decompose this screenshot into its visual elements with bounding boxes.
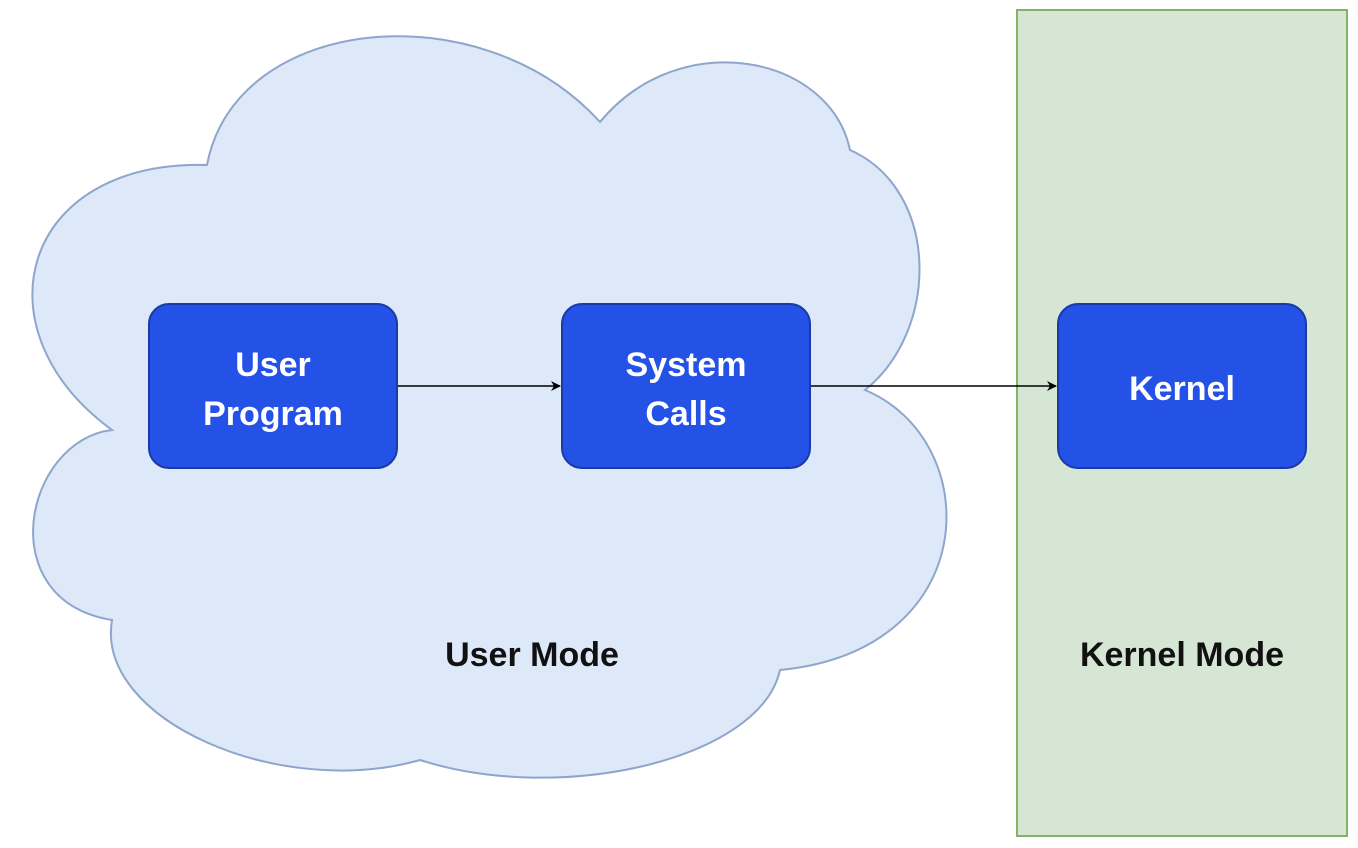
user-mode-label: User Mode [445, 636, 619, 674]
kernel-mode-label: Kernel Mode [1080, 636, 1284, 674]
node-kernel[interactable]: Kernel [1057, 303, 1307, 469]
node-user-program-label-line1: User [235, 346, 311, 384]
node-user-program[interactable]: User Program [148, 303, 398, 469]
node-system-calls-box [561, 303, 811, 469]
node-system-calls-label-line2: Calls [645, 395, 726, 433]
node-system-calls[interactable]: System Calls [561, 303, 811, 469]
node-system-calls-label-line1: System [626, 346, 747, 384]
node-kernel-label: Kernel [1129, 370, 1235, 408]
node-kernel-box [1057, 303, 1307, 469]
user-mode-cloud [31, 35, 948, 779]
node-user-program-label-line2: Program [203, 395, 343, 433]
node-user-program-box [148, 303, 398, 469]
